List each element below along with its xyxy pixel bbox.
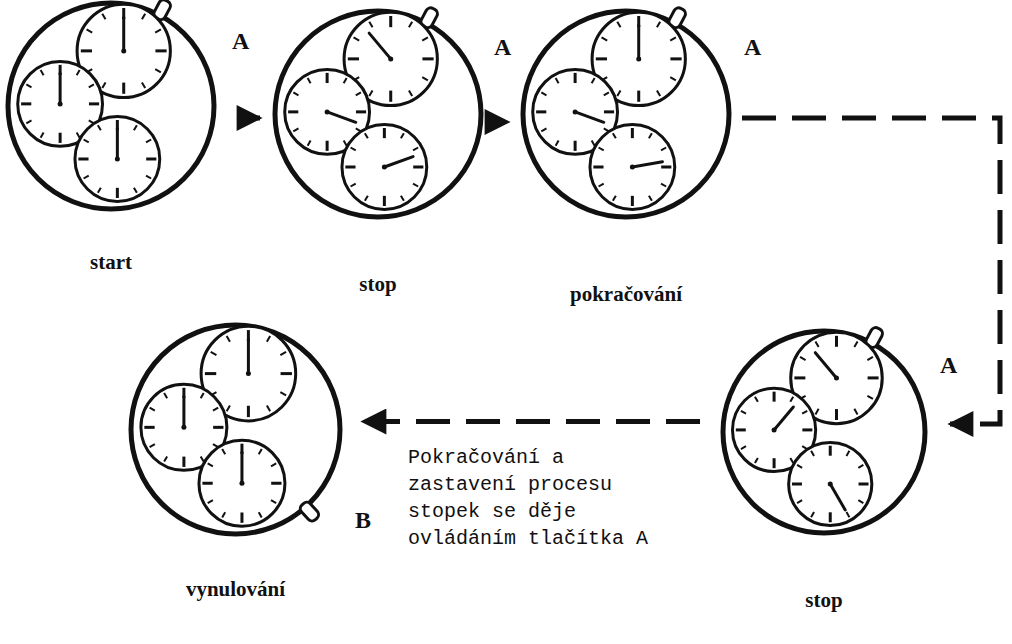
stopwatch-drawing <box>520 8 732 220</box>
stopwatch-case <box>523 11 729 217</box>
dashed-arrow <box>742 118 1000 424</box>
stopwatch-case <box>8 3 214 209</box>
sub-dial <box>342 125 427 210</box>
sub-dial <box>590 125 675 210</box>
dashed-arrow <box>363 419 700 424</box>
sub-dial <box>789 442 872 525</box>
stopwatch-case <box>275 11 481 217</box>
note-text: Pokračování a zastavení procesu stopek s… <box>408 444 653 552</box>
state-label: start <box>5 250 217 275</box>
state-label: stop <box>720 588 928 613</box>
flow-arrow <box>241 116 260 121</box>
sub-dial <box>75 117 160 202</box>
stopwatch-drawing <box>5 0 217 212</box>
stopwatch-state: pokračování <box>520 8 732 307</box>
button-letter: A <box>232 28 249 55</box>
stopwatch-case <box>131 325 340 534</box>
stopwatch-case <box>723 331 925 533</box>
stopwatch-state: stop <box>272 8 484 297</box>
push-button <box>298 500 320 523</box>
stopwatch-state: start <box>5 0 217 275</box>
button-letter: B <box>355 507 371 534</box>
state-label: pokračování <box>520 282 732 307</box>
state-label: stop <box>272 272 484 297</box>
button-letter: A <box>494 34 511 61</box>
button-letter: A <box>744 34 761 61</box>
stopwatch-state: vynulování <box>128 322 343 602</box>
stopwatch-state: stop <box>720 328 928 613</box>
sub-dial <box>199 440 285 526</box>
button-letter: A <box>940 352 957 379</box>
state-label: vynulování <box>128 577 343 602</box>
stopwatch-drawing <box>720 328 928 536</box>
stopwatch-drawing <box>272 8 484 220</box>
stopwatch-drawing <box>128 322 343 537</box>
